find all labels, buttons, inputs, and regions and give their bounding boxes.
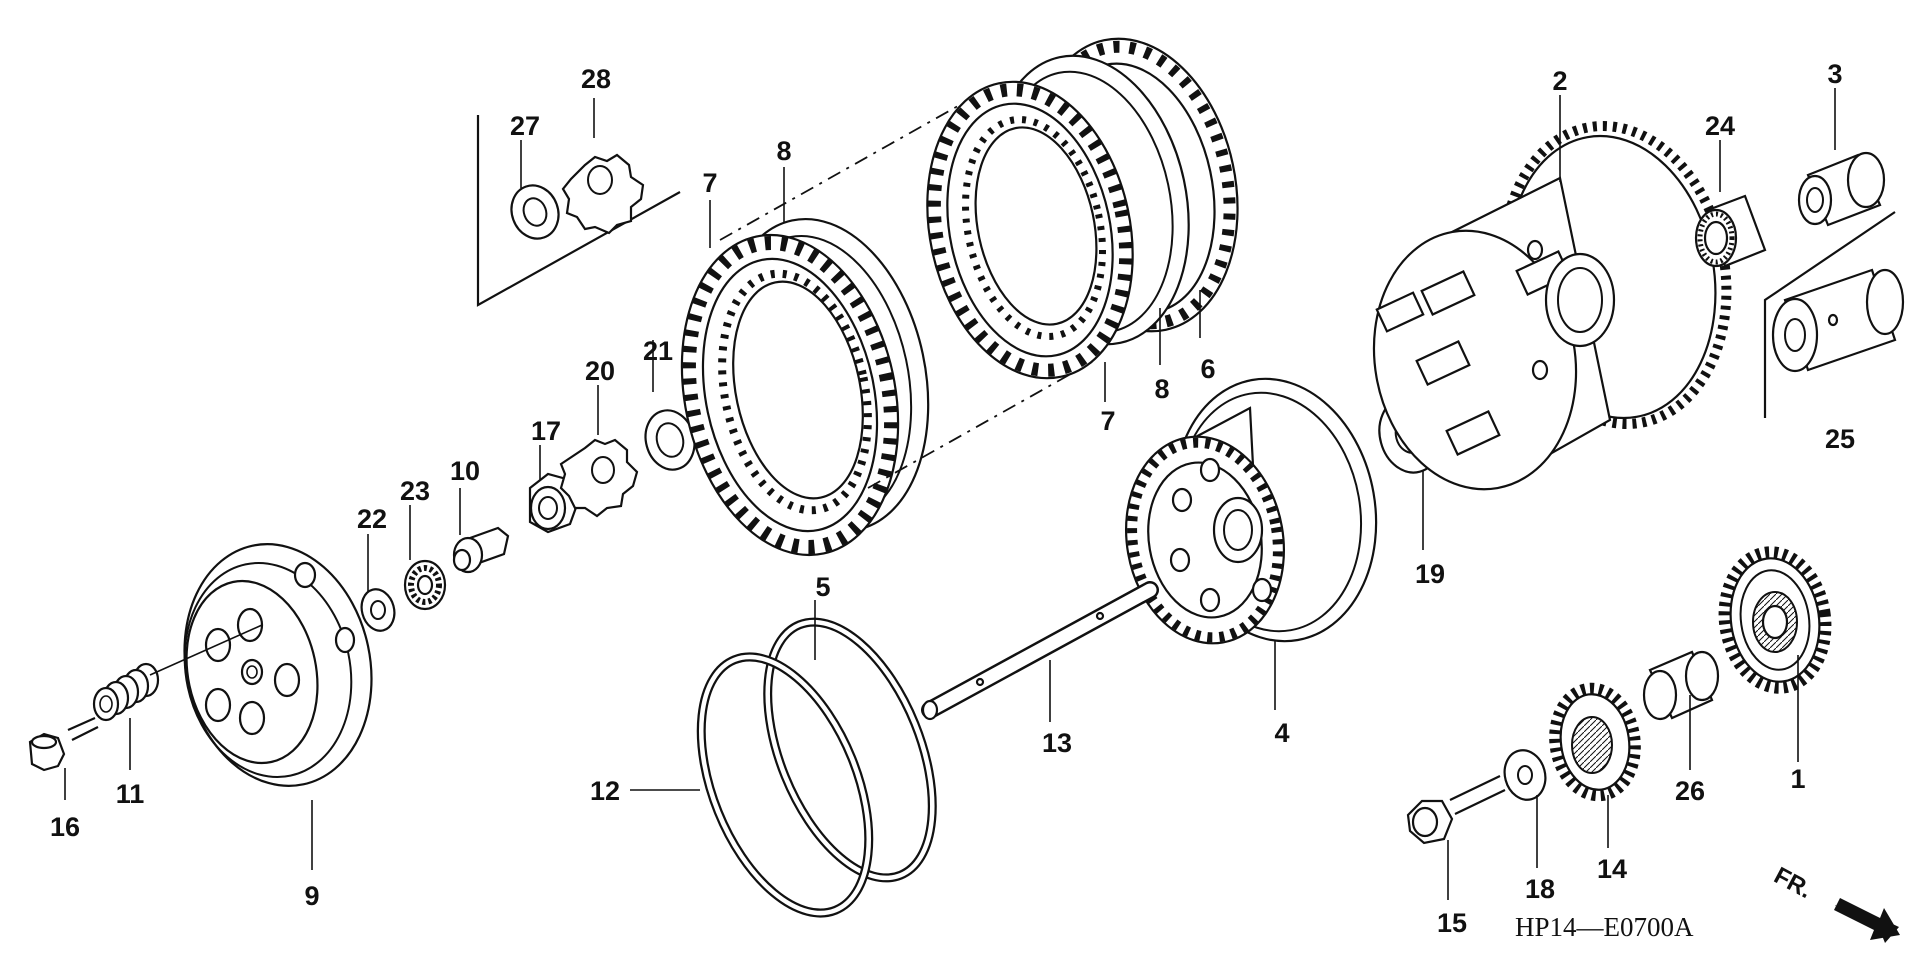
label-part-27: 27 — [510, 111, 540, 141]
label-part-16: 16 — [50, 812, 80, 842]
part-26-spacer — [1642, 650, 1720, 721]
part-18-washer — [1503, 749, 1547, 801]
label-part-26: 26 — [1675, 776, 1705, 806]
part-4-clutch-center — [1124, 377, 1378, 645]
part-14-gear — [1549, 682, 1641, 802]
part-12-oring — [696, 652, 874, 918]
label-part-6: 6 — [1200, 354, 1215, 384]
label-part-2: 2 — [1552, 66, 1567, 96]
label-part-15: 15 — [1437, 908, 1467, 938]
diagram-code: HP14—E0700A — [1515, 912, 1694, 942]
label-part-25: 25 — [1825, 424, 1855, 454]
part-20-lock-washer — [559, 438, 639, 518]
part-7-friction-disc-rear — [926, 80, 1134, 380]
label-part-9: 9 — [304, 881, 319, 911]
label-part-8-rear: 8 — [1154, 374, 1169, 404]
leader-lines — [64, 88, 1836, 900]
part-27-washer — [510, 184, 560, 240]
part-22-washer — [360, 588, 396, 632]
part-7-friction-disc-front — [680, 233, 900, 557]
part-25-collar — [1771, 268, 1905, 373]
label-part-10: 10 — [450, 456, 480, 486]
label-part-13: 13 — [1042, 728, 1072, 758]
part-15-bolt — [1406, 775, 1506, 845]
label-part-7-front: 7 — [702, 168, 717, 198]
part-21-washer — [644, 409, 696, 471]
part-3-collar — [1797, 151, 1886, 227]
label-part-24: 24 — [1705, 111, 1735, 141]
bracket-24-25 — [1763, 211, 1896, 418]
label-part-28: 28 — [581, 64, 611, 94]
label-part-21: 21 — [643, 336, 673, 366]
label-part-19: 19 — [1415, 559, 1445, 589]
label-part-12: 12 — [590, 776, 620, 806]
label-part-8-front: 8 — [776, 136, 791, 166]
label-part-17: 17 — [531, 416, 561, 446]
part-5-oring — [763, 617, 937, 883]
label-part-5: 5 — [815, 572, 830, 602]
label-part-11: 11 — [116, 779, 145, 809]
part-23-bearing — [403, 559, 447, 611]
label-part-4: 4 — [1274, 718, 1289, 748]
part-13-push-rod — [921, 581, 1159, 721]
label-part-22: 22 — [357, 504, 387, 534]
part-1-primary-gear — [1718, 546, 1832, 694]
label-part-18: 18 — [1525, 874, 1555, 904]
part-11-spring — [92, 624, 263, 722]
label-part-7-rear: 7 — [1100, 406, 1115, 436]
label-part-3: 3 — [1827, 59, 1842, 89]
label-part-14: 14 — [1597, 854, 1627, 884]
part-28-lock-washer — [561, 153, 645, 235]
direction-label: FR. — [1770, 862, 1817, 904]
label-part-23: 23 — [400, 476, 430, 506]
part-24-needle-bearing — [1694, 194, 1767, 268]
part-9-pressure-plate — [183, 543, 373, 787]
part-10-lifter-piece — [452, 526, 510, 574]
part-2-clutch-outer — [1372, 121, 1732, 491]
front-direction-arrow: FR. — [1770, 862, 1900, 943]
alignment-lines — [719, 101, 1093, 489]
label-part-1: 1 — [1790, 764, 1805, 794]
label-part-20: 20 — [585, 356, 615, 386]
part-labels: 1 2 3 4 5 6 7 7 8 8 9 10 11 12 13 14 15 … — [50, 59, 1855, 938]
part-16-bolt — [28, 716, 99, 772]
